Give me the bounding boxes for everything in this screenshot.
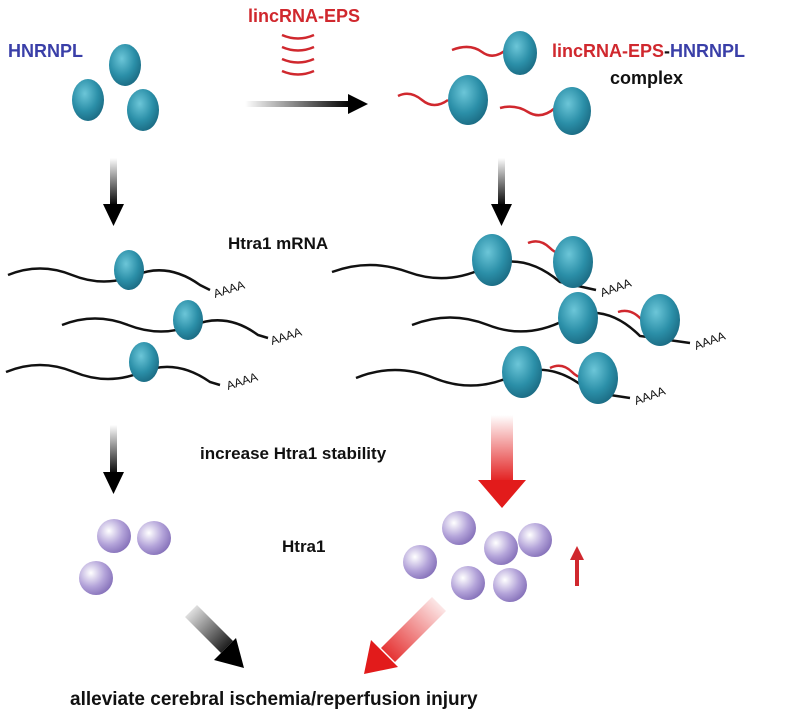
htra1-protein-icon [79,561,113,595]
lincrna-strand-icon [452,47,508,56]
arrow-diagonal-left [185,605,244,668]
polya-tail: AAAA [692,329,727,353]
mrna-strand [62,319,268,339]
hnrnpl-protein-icon [553,87,591,135]
arrow-diagonal-right-red [364,597,446,674]
complex-label: lincRNA-EPS-HNRNPL [552,41,745,61]
htra1-protein-icon [451,566,485,600]
lincrna-strand-icon [500,107,555,116]
htra1-mrna-label: Htra1 mRNA [228,234,328,253]
arrow-right-down-2-red [478,415,526,508]
htra1-protein-icon [97,519,131,553]
mrna-strand [6,365,220,385]
polya-tail: AAAA [598,276,633,300]
lincrna-eps-label: lincRNA-EPS [248,6,360,26]
outcome-label: alleviate cerebral ischemia/reperfusion … [70,689,478,710]
hnrnpl-protein-icon [173,300,203,340]
htra1-proteins-left [79,519,171,595]
hnrnpl-protein-icon [503,31,537,75]
polya-tail: AAAA [269,325,304,348]
binding-arrow [245,94,368,114]
complex-word-label: complex [610,68,683,88]
htra1-protein-icon [137,521,171,555]
hnrnpl-protein-icon [129,342,159,382]
htra1-protein-icon [403,545,437,579]
hnrnpl-protein-icon [472,234,512,286]
htra1-proteins-right [403,511,552,602]
stability-label: increase Htra1 stability [200,444,387,463]
complex-hnrnpl-part: HNRNPL [670,41,745,61]
hnrnpl-protein-icon [72,79,104,121]
hnrnpl-protein-icon [640,294,680,346]
arrow-left-down-2 [103,425,124,494]
mrna-strand [8,269,210,291]
hnrnpl-protein-icon [553,236,593,288]
htra1-protein-icon [518,523,552,557]
lincrna-eps-icon [282,35,314,75]
hnrnpl-protein-icon [558,292,598,344]
increase-arrow-icon [570,546,584,586]
lincrna-strand-icon [398,94,448,105]
htra1-protein-icon [493,568,527,602]
htra1-protein-icon [442,511,476,545]
hnrnpl-protein-icon [448,75,488,125]
hnrnpl-protein-icon [114,250,144,290]
arrow-right-down-1 [491,158,512,226]
htra1-protein-icon [484,531,518,565]
polya-tail: AAAA [212,278,247,301]
htra1-label: Htra1 [282,537,325,556]
polya-tail: AAAA [632,384,667,408]
arrow-left-down-1 [103,158,124,226]
right-mrna-group: AAAA AAAA AAAA [332,234,727,408]
left-mrna-group: AAAA AAAA AAAA [6,250,303,393]
hnrnpl-label: HNRNPL [8,41,83,61]
hnrnpl-protein-icon [578,352,618,404]
polya-tail: AAAA [225,370,260,393]
hnrnpl-protein-icon [502,346,542,398]
free-hnrnpl-proteins [72,44,159,131]
hnrnpl-protein-icon [127,89,159,131]
complex-lincrna-part: lincRNA-EPS [552,41,664,61]
hnrnpl-protein-icon [109,44,141,86]
